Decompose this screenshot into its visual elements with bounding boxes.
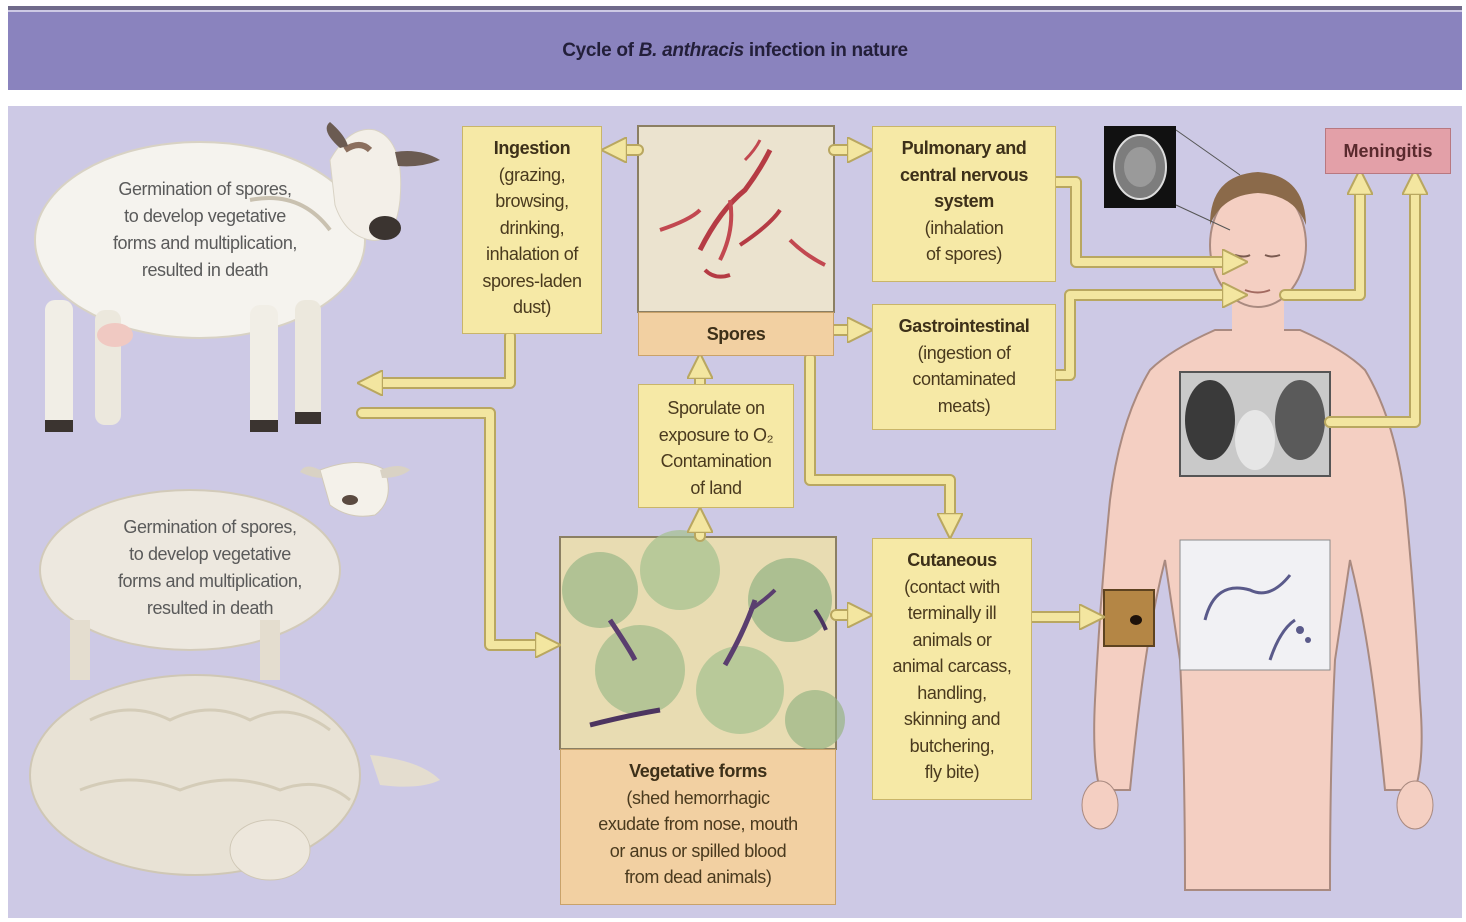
skin-lesion-image [1104, 590, 1154, 646]
sporulate-box: Sporulate on exposure to O₂ Contaminatio… [638, 384, 794, 508]
spores-micrograph [638, 126, 834, 312]
meningitis-label: Meningitis [1325, 128, 1451, 174]
pulmonary-cns-box: Pulmonary and central nervous system (in… [872, 126, 1056, 282]
ingestion-box: Ingestion (grazing, browsing, drinking, … [462, 126, 602, 334]
sheep-caption: Germination of spores, to develop vegeta… [90, 514, 330, 622]
cutaneous-box: Cutaneous (contact with terminally ill a… [872, 538, 1032, 800]
human-figure [1082, 172, 1433, 890]
gut-micrograph [1180, 540, 1330, 670]
dead-sheep-illustration [30, 675, 440, 880]
spores-box: Spores [638, 312, 834, 356]
gastrointestinal-box: Gastrointestinal (ingestion of contamina… [872, 304, 1056, 430]
chest-xray-image [1180, 372, 1330, 476]
vegetative-forms-box: Vegetative forms (shed hemorrhagic exuda… [560, 749, 836, 905]
cow-caption: Germination of spores, to develop vegeta… [85, 176, 325, 284]
vegetative-micrograph [560, 530, 845, 750]
